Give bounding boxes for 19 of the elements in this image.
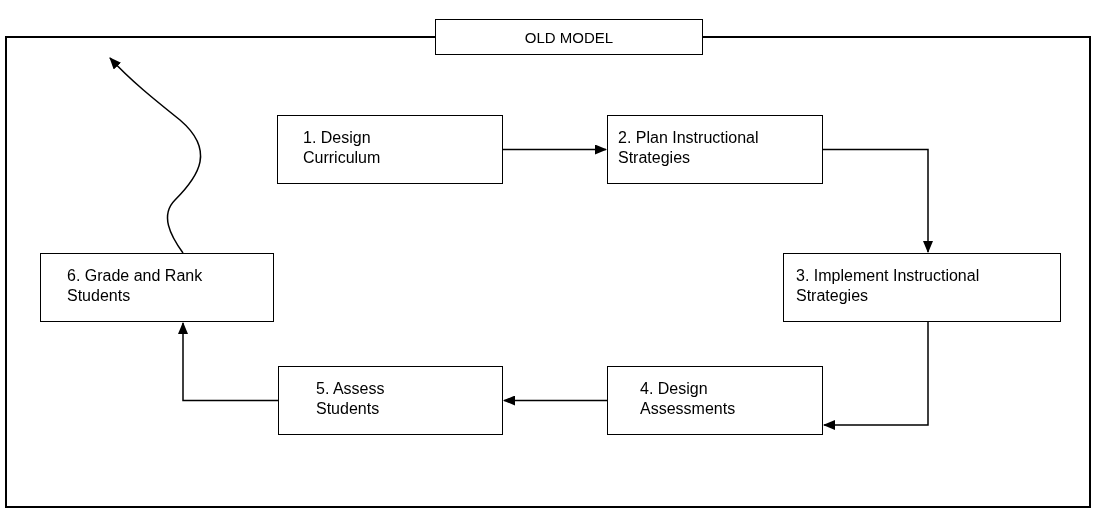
process-box <box>607 115 823 184</box>
process-box <box>783 253 1061 322</box>
step-label: 1. Design Curriculum <box>303 128 382 168</box>
step-label: 4. Design Assessments <box>640 379 737 419</box>
step-label: 2. Plan Instructional Strategies <box>618 128 760 168</box>
process-box <box>607 366 823 435</box>
process-box <box>40 253 274 322</box>
process-box <box>278 366 503 435</box>
step-label: 5. Assess Students <box>316 379 386 419</box>
step-label: 6. Grade and Rank Students <box>67 266 204 306</box>
step-label: 3. Implement Instructional Strategies <box>796 266 981 306</box>
title-box: OLD MODEL <box>435 19 703 55</box>
arrow <box>822 148 933 253</box>
process-box <box>277 115 503 184</box>
arrow <box>109 57 202 254</box>
arrow <box>502 144 607 155</box>
arrow <box>503 395 608 406</box>
arrow <box>178 322 279 402</box>
arrow <box>823 321 929 430</box>
